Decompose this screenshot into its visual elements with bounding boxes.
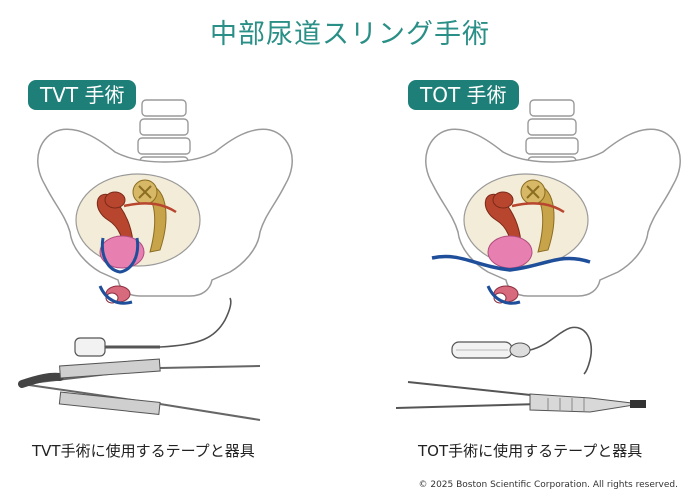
tot-pelvis-illustration	[425, 99, 681, 305]
tvt-handle	[74, 337, 106, 357]
tot-label: TOT 手術	[408, 80, 519, 110]
tot-instruments	[395, 326, 646, 413]
tvt-instruments	[18, 297, 261, 421]
urethra-section	[98, 285, 133, 305]
tvt-tape	[100, 237, 140, 274]
urethra-section	[486, 285, 521, 305]
tvt-pelvis-illustration	[37, 99, 293, 305]
tot-tape	[431, 254, 591, 272]
tot-caption: TOT手術に使用するテープと器具	[418, 442, 643, 460]
tvt-caption: TVT手術に使用するテープと器具	[32, 442, 255, 460]
page-title: 中部尿道スリング手術	[210, 19, 490, 50]
copyright-notice: © 2025 Boston Scientific Corporation. Al…	[418, 480, 678, 490]
bladder	[487, 235, 533, 269]
tot-passer	[407, 381, 541, 397]
tvt-label: TVT 手術	[28, 80, 137, 110]
